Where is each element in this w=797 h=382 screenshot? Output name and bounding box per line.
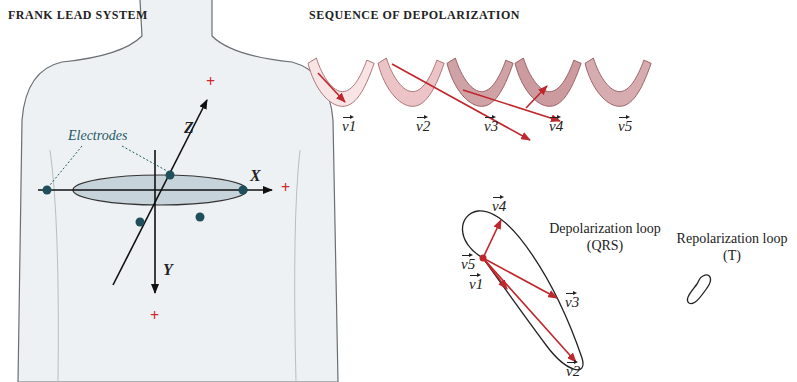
vector-label: v2 [416,114,430,134]
vector-label: v2 [566,359,580,379]
vector-label: v4 [492,194,506,214]
axis-label: X [250,168,261,183]
vector-label: v5 [461,252,475,272]
vector-label: v1 [469,272,483,292]
heading: SEQUENCE OF DEPOLARIZATION [309,8,520,23]
polarity-sign: + [281,180,290,195]
vector-label: v1 [342,114,356,134]
polarity-sign: + [150,308,159,323]
heading: FRANK LEAD SYSTEM [8,8,148,23]
axis-label: Y [163,262,173,277]
vector-label: v3 [565,290,579,310]
electrode-label: Electrodes [68,128,127,143]
axis-label: Z [184,120,194,135]
vector-label: v5 [618,114,632,134]
vector-label: v4 [549,114,563,134]
loop-label: Repolarization loop (T) [676,230,788,264]
vector-label: v3 [484,114,498,134]
polarity-sign: + [206,74,215,89]
loop-label: Depolarization loop (QRS) [545,220,665,254]
